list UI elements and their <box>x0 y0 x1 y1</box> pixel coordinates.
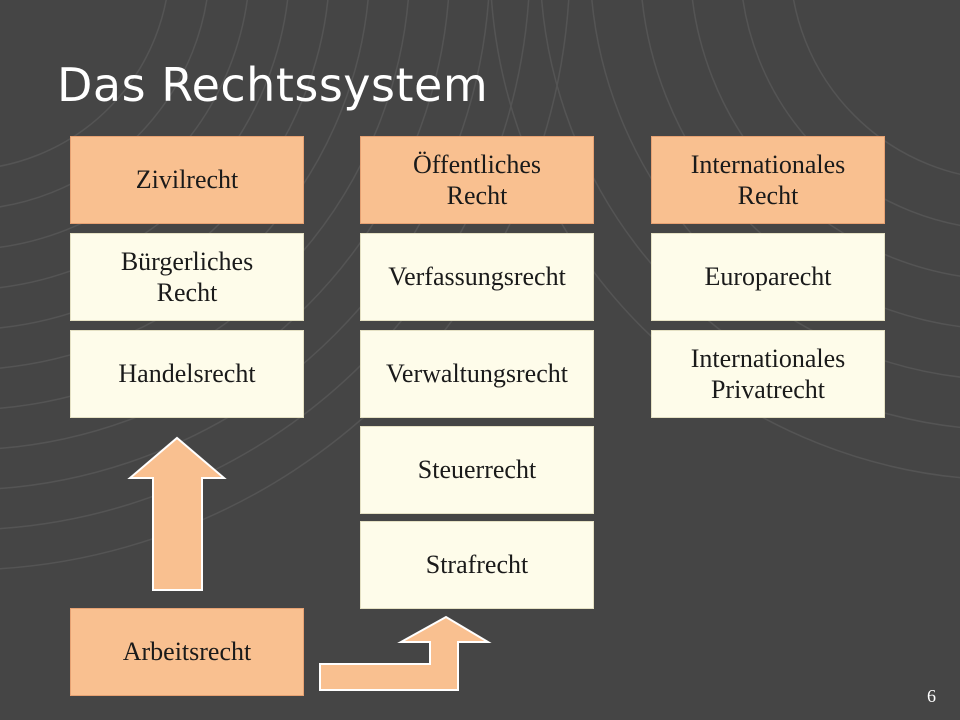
box-arbeitsrecht: Arbeitsrecht <box>70 608 304 696</box>
slide-number: 6 <box>927 686 936 706</box>
box-verwaltungsrecht: Verwaltungsrecht <box>360 330 594 418</box>
arrow-bent-up-icon <box>319 615 492 691</box>
header-oeffentliches-recht: Öffentliches Recht <box>360 136 594 224</box>
box-buergerliches-recht: Bürgerliches Recht <box>70 233 304 321</box>
box-handelsrecht: Handelsrecht <box>70 330 304 418</box>
box-verfassungsrecht: Verfassungsrecht <box>360 233 594 321</box>
box-internationales-privatrecht: Internationales Privatrecht <box>651 330 885 418</box>
arrow-up-icon <box>127 436 227 591</box>
box-steuerrecht: Steuerrecht <box>360 426 594 514</box>
box-europarecht: Europarecht <box>651 233 885 321</box>
header-internationales-recht: Internationales Recht <box>651 136 885 224</box>
page-title: Das Rechtssystem <box>57 58 489 112</box>
header-zivilrecht: Zivilrecht <box>70 136 304 224</box>
box-strafrecht: Strafrecht <box>360 521 594 609</box>
